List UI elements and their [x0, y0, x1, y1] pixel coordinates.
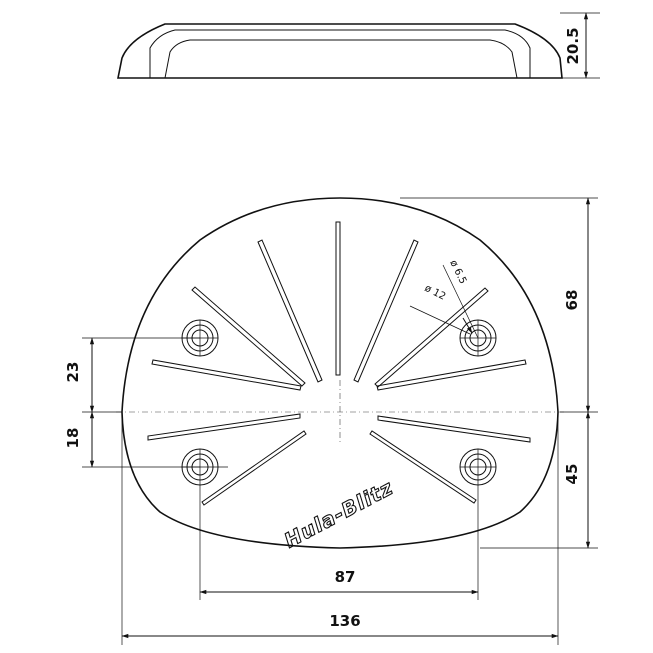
plan-view: Hula-Blitz — [116, 197, 564, 553]
dim-hole-outer: ø 12 — [423, 283, 448, 303]
bottom-dimensions: 87 136 — [121, 412, 559, 645]
side-view: 20.5 — [117, 12, 600, 79]
dim-hole-offset-upper: 23 — [64, 362, 82, 383]
logo-text: Hula-Blitz — [280, 475, 397, 552]
radial-grooves — [147, 221, 531, 506]
dim-hole-offset-lower: 18 — [64, 428, 82, 449]
dim-side-height: 20.5 — [564, 27, 582, 64]
dim-hole-inner: ø 6.5 — [447, 258, 468, 285]
diameter-callouts: ø 6.5 ø 12 — [409, 258, 479, 339]
dim-bottom-half-height: 45 — [563, 464, 581, 485]
right-dimensions: 68 45 — [400, 197, 598, 549]
dim-top-half-height: 68 — [563, 290, 581, 311]
left-dimensions: 23 18 — [64, 337, 200, 468]
dim-hole-spacing: 87 — [335, 568, 356, 586]
dim-overall-width: 136 — [329, 612, 360, 630]
